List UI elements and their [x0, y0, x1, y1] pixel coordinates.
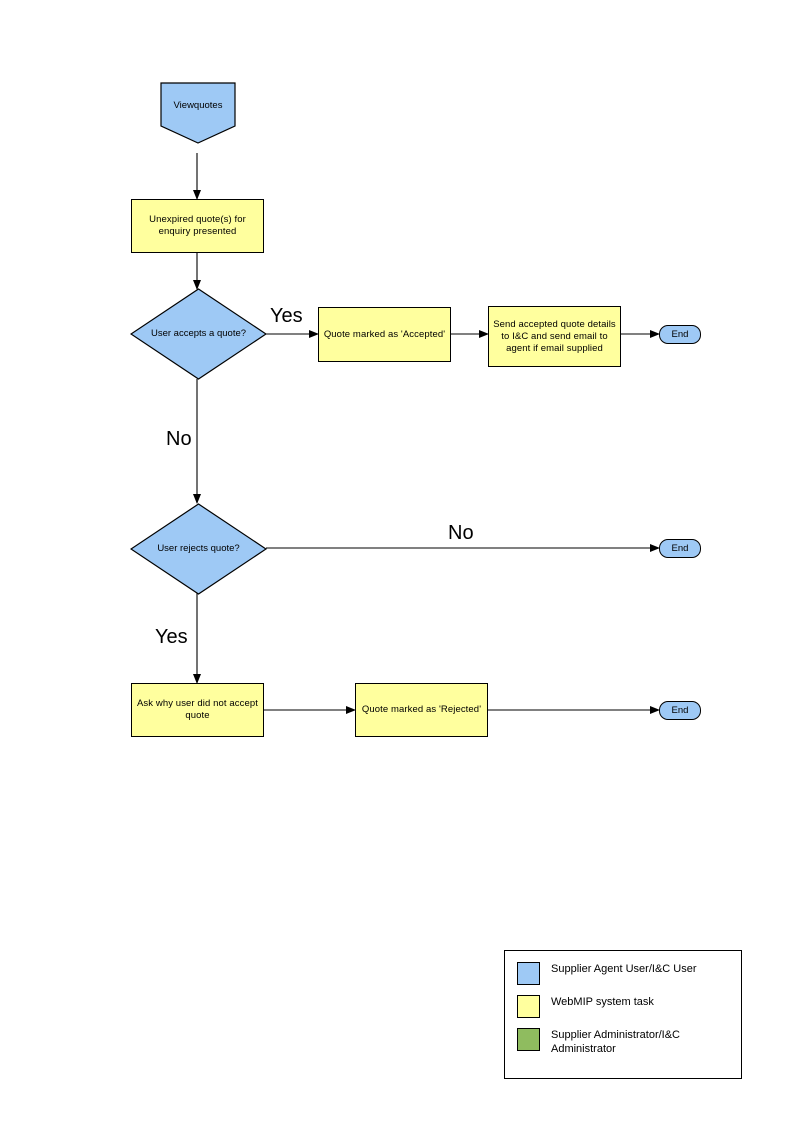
pentagon-shape	[160, 82, 236, 144]
node-start-viewquotes[interactable]: Viewquotes	[160, 82, 236, 144]
legend-swatch-admin	[517, 1028, 540, 1051]
node-end-accepted-label: End	[671, 329, 689, 340]
node-quote-rejected-label: Quote marked as 'Rejected'	[361, 704, 482, 715]
node-end-rejected-label: End	[671, 705, 689, 716]
node-end-rejected[interactable]: End	[659, 701, 701, 720]
legend-item: Supplier Agent User/I&C User	[517, 961, 729, 985]
node-unexpired-quotes-label: Unexpired quote(s) for enquiry presented	[149, 214, 246, 237]
legend-label-system: WebMIP system task	[551, 996, 654, 1008]
branch-label-accepts-no: No	[166, 428, 192, 450]
node-decision-user-accepts[interactable]: User accepts a quote?	[130, 288, 267, 380]
legend-item: Supplier Administrator/I&C Administrator	[517, 1027, 729, 1056]
legend-label-actor: Supplier Agent User/I&C User	[551, 963, 697, 975]
diamond-shape	[130, 288, 267, 380]
legend-label-admin: Supplier Administrator/I&C Administrator	[551, 1029, 680, 1055]
node-end-rejects-no[interactable]: End	[659, 539, 701, 558]
legend-item: WebMIP system task	[517, 994, 729, 1018]
node-end-rejects-no-label: End	[671, 543, 689, 554]
node-end-accepted[interactable]: End	[659, 325, 701, 344]
node-send-accepted-details-label: Send accepted quote details to I&C and s…	[493, 318, 616, 354]
legend: Supplier Agent User/I&C User WebMIP syst…	[504, 950, 742, 1079]
diamond-shape	[130, 503, 267, 595]
node-decision-user-rejects[interactable]: User rejects quote?	[130, 503, 267, 595]
legend-swatch-system	[517, 995, 540, 1018]
branch-label-rejects-no: No	[448, 522, 474, 544]
node-unexpired-quotes[interactable]: Unexpired quote(s) for enquiry presented	[131, 199, 264, 253]
branch-label-rejects-yes: Yes	[155, 626, 188, 648]
node-send-accepted-details[interactable]: Send accepted quote details to I&C and s…	[488, 306, 621, 367]
node-ask-why[interactable]: Ask why user did not accept quote	[131, 683, 264, 737]
node-quote-accepted-label: Quote marked as 'Accepted'	[323, 328, 446, 340]
node-quote-accepted[interactable]: Quote marked as 'Accepted'	[318, 307, 451, 362]
branch-label-accepts-yes: Yes	[270, 305, 303, 327]
node-quote-rejected[interactable]: Quote marked as 'Rejected'	[355, 683, 488, 737]
node-ask-why-label: Ask why user did not accept quote	[137, 698, 258, 721]
legend-swatch-actor	[517, 962, 540, 985]
